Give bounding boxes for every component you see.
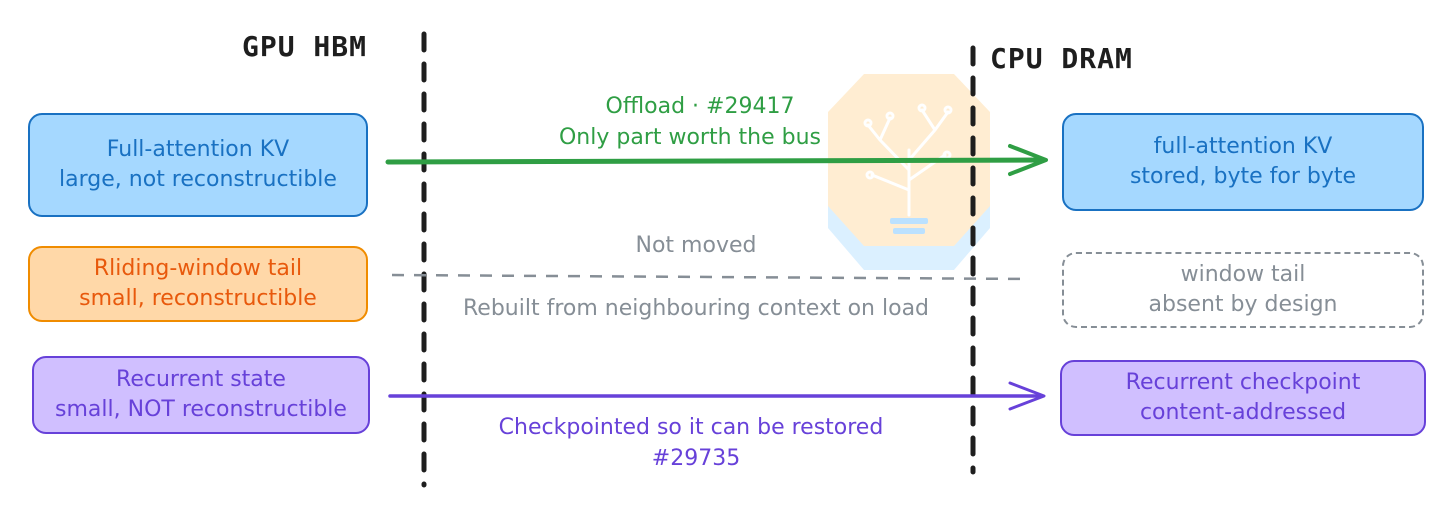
offload-sublabel: Only part worth the bus [558,125,822,150]
box-sublabel: small, NOT reconstructible [55,397,347,422]
box-sublabel: content-addressed [1139,400,1347,425]
rebuilt-label: Rebuilt from neighbouring context on loa… [462,296,930,321]
recurrent-state-box: Recurrent state small, NOT reconstructib… [32,356,370,434]
window-tail-absent-box: window tail absent by design [1062,252,1424,328]
box-label: full-attention KV [1153,134,1333,159]
box-label: Full-attention KV [106,137,290,162]
box-sublabel: absent by design [1148,292,1338,317]
box-label: Recurrent checkpoint [1125,370,1361,395]
box-sublabel: stored, byte for byte [1129,164,1357,189]
box-label: Rliding-window tail [93,256,303,281]
box-label: window tail [1180,262,1306,287]
recurrent-arrow [388,381,1046,411]
box-sublabel: large, not reconstructible [59,167,337,192]
window-dashed-line [391,273,1031,281]
cpu-dram-title: CPU DRAM [990,42,1133,75]
sliding-window-tail-box: Rliding-window tail small, reconstructib… [28,246,368,322]
offload-label: Offload · #29417 [605,94,795,119]
gpu-hbm-title: GPU HBM [242,30,368,63]
stored-kv-box: full-attention KV stored, byte for byte [1062,113,1424,211]
recurrent-checkpoint-box: Recurrent checkpoint content-addressed [1060,360,1426,436]
checkpoint-pr-label: #29735 [651,446,741,471]
not-moved-label: Not moved [635,233,757,258]
full-attention-kv-box: Full-attention KV large, not reconstruct… [28,113,368,217]
box-sublabel: small, reconstructible [79,286,317,311]
box-label: Recurrent state [116,367,286,392]
checkpointed-label: Checkpointed so it can be restored [498,415,884,440]
offload-arrow [385,144,1048,176]
